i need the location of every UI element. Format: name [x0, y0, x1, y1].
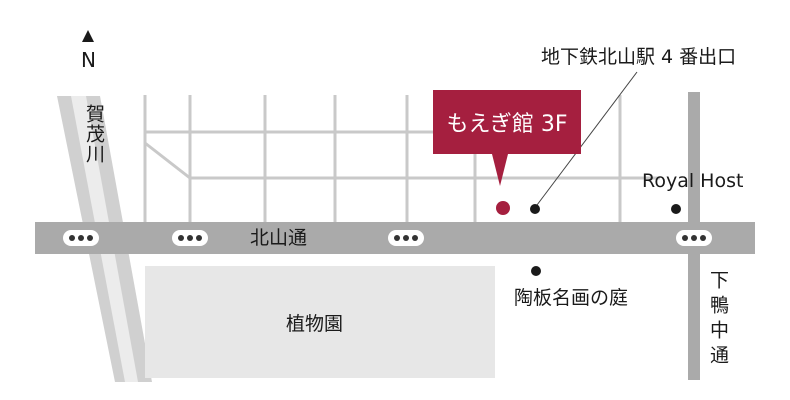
destination-label: もえぎ館 3F — [446, 112, 568, 137]
subway-exit-label: 地下鉄北山駅 4 番出口 — [541, 46, 737, 68]
subway-station-marker — [388, 230, 424, 246]
toban-garden-marker — [531, 266, 541, 276]
royal-host-label: Royal Host — [642, 170, 744, 192]
subway-station-marker — [63, 230, 99, 246]
park-area — [145, 266, 495, 378]
north-arrow-icon — [82, 30, 94, 42]
toban-garden-label: 陶板名画の庭 — [514, 287, 629, 309]
destination-callout-pointer — [492, 154, 508, 186]
north-label: N — [81, 48, 96, 72]
river-label: 賀茂川 — [83, 104, 105, 164]
royal-host-marker — [671, 204, 681, 214]
destination-callout: もえぎ館 3F — [433, 90, 581, 154]
destination-marker — [496, 201, 510, 215]
cross-road-label: 下鴨中通 — [707, 270, 729, 370]
street-grid — [143, 95, 660, 223]
subway-station-marker — [676, 230, 712, 246]
subway-exit-leader-line — [536, 71, 638, 206]
main-road-label: 北山通 — [250, 227, 308, 249]
subway-exit-marker — [530, 204, 540, 214]
park-label: 植物園 — [286, 313, 344, 335]
subway-station-marker — [172, 230, 208, 246]
